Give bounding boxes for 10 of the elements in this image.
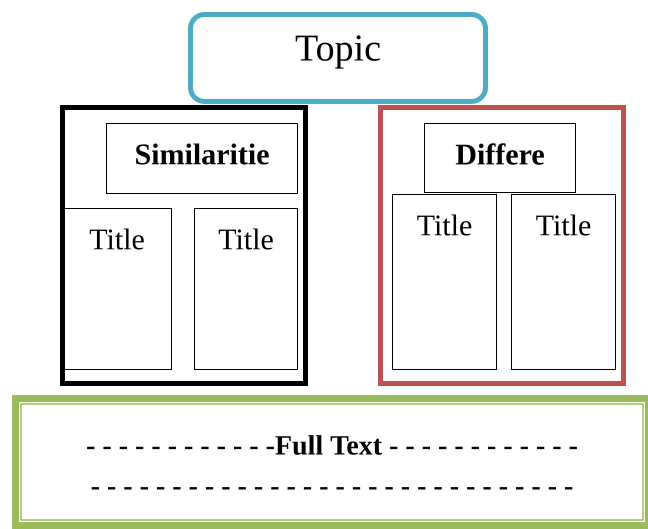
topic-box: Topic	[188, 12, 488, 104]
column-box: Title	[392, 194, 497, 370]
column-box: Title	[511, 194, 616, 370]
heading-box: Differe	[424, 123, 576, 193]
column-box: Title	[62, 208, 172, 370]
column-box: Title	[194, 208, 298, 370]
heading-box: Similaritie	[106, 123, 298, 194]
text-box: - - - - - - - - - - - -Full Text - - - - - - - - - - - - - - - - - - - - - - - - - - - - - - - - - - - - - - - - - -	[12, 395, 648, 529]
group-box	[60, 105, 308, 386]
group-box	[378, 105, 626, 386]
